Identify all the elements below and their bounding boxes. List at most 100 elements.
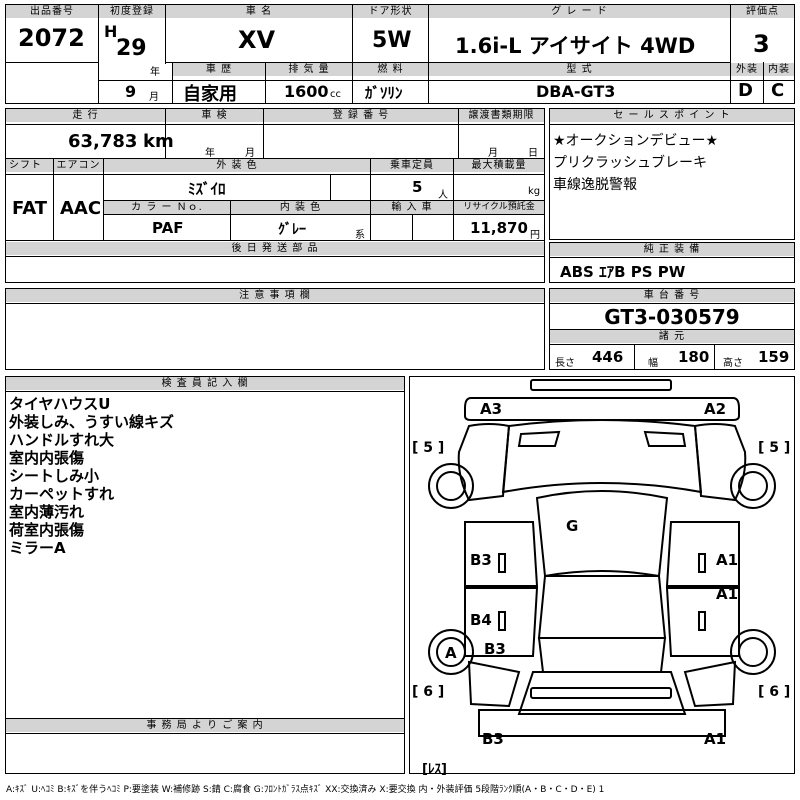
color-no: PAF bbox=[152, 219, 184, 237]
mark-a1-right: A1 bbox=[716, 551, 739, 569]
mark-b3-rear-left: B3 bbox=[484, 640, 506, 658]
fuel-label: 燃 料 bbox=[353, 63, 428, 76]
first-reg-label: 初度登録 bbox=[99, 5, 165, 18]
recycle-unit: 円 bbox=[530, 230, 540, 241]
score-label: 評価点 bbox=[731, 5, 794, 18]
inspector-line-8: 荷室内張傷 bbox=[9, 521, 85, 539]
int-label: 内装 bbox=[764, 63, 794, 76]
height: 159 bbox=[758, 348, 790, 366]
air-conditioner: AAC bbox=[60, 198, 102, 219]
transfer-label: 譲渡書類期限 bbox=[459, 109, 544, 122]
color-no-label: カ ラ ー Ｎｏ. bbox=[104, 201, 230, 214]
lot-number: 2072 bbox=[18, 24, 85, 52]
length: 446 bbox=[592, 348, 624, 366]
ac-label: エアコン bbox=[54, 159, 103, 172]
inspector-line-1: タイヤハウスU bbox=[9, 395, 111, 413]
sales-point-label: セ ー ル ス ポ イ ン ト bbox=[550, 109, 794, 122]
equipment: ABS ｴｱB PS PW bbox=[560, 263, 686, 281]
inspector-label: 検 査 員 記 入 欄 bbox=[6, 377, 404, 390]
seats: 5 bbox=[412, 178, 423, 196]
grade: 1.6i-L アイサイト 4WD bbox=[455, 34, 696, 58]
spec-label: 諸 元 bbox=[550, 330, 794, 343]
width-label: 幅 bbox=[648, 358, 658, 369]
tire-front-right: [ 5 ] bbox=[758, 440, 791, 456]
load-unit: kg bbox=[528, 186, 541, 197]
legend: A:ｷｽﾞ U:ﾍｺﾐ B:ｷｽﾞを伴うﾍｺﾐ P:要塗装 W:補修跡 S:錆 … bbox=[6, 785, 605, 795]
mark-a1-right-lower: A1 bbox=[716, 585, 739, 603]
tire-front-left: [ 5 ] bbox=[412, 440, 445, 456]
shift-label: シフト bbox=[6, 159, 53, 172]
sales-line-2: プリクラッシュブレーキ bbox=[553, 155, 707, 171]
shift: FAT bbox=[12, 198, 48, 219]
reg-year: 29 bbox=[116, 36, 147, 61]
recycle-label: リサイクル預託金 bbox=[454, 201, 544, 214]
int-color: ｸﾞﾚｰ bbox=[278, 222, 306, 238]
year-unit: 年 bbox=[150, 67, 160, 78]
insp-month: 月 bbox=[245, 148, 255, 159]
mileage-label: 走 行 bbox=[6, 109, 165, 122]
month-unit: 月 bbox=[149, 92, 159, 103]
ext-color-label: 外 装 色 bbox=[104, 159, 370, 172]
inspection-label: 車 検 bbox=[166, 109, 263, 122]
header-section bbox=[5, 4, 795, 104]
lot-label: 出品番号 bbox=[6, 5, 98, 18]
office-label: 事 務 局 よ り ご 案 内 bbox=[6, 719, 404, 732]
inspector-line-9: ミラーA bbox=[9, 539, 66, 557]
transfer-month: 月 bbox=[488, 148, 498, 159]
reg-month: 9 bbox=[125, 82, 137, 101]
car-name-label: 車 名 bbox=[166, 5, 352, 18]
inspector-line-3: ハンドルすれ大 bbox=[9, 431, 115, 449]
tire-rear-right: [ 6 ] bbox=[758, 684, 791, 700]
mark-a3: A3 bbox=[480, 400, 503, 418]
chassis-label: 車 台 番 号 bbox=[550, 289, 794, 302]
import-label: 輸 入 車 bbox=[371, 201, 453, 214]
era: H bbox=[104, 22, 118, 41]
load-label: 最大積載量 bbox=[454, 159, 544, 172]
mileage-unit: km bbox=[143, 131, 174, 152]
sales-point-section bbox=[549, 108, 795, 240]
inspector-line-5: シートしみ小 bbox=[9, 467, 100, 485]
inspector-line-4: 室内内張傷 bbox=[9, 449, 85, 467]
equipment-label: 純 正 装 備 bbox=[550, 243, 794, 256]
mark-g: G bbox=[566, 517, 579, 535]
chassis-number: GT3-030579 bbox=[604, 305, 740, 329]
door-label: ドア形状 bbox=[353, 5, 428, 18]
spare-tire: [ﾚｽ] bbox=[422, 762, 447, 777]
reg-no-label: 登 録 番 号 bbox=[264, 109, 458, 122]
car-outline-diagram bbox=[428, 379, 776, 737]
inspector-section bbox=[5, 376, 405, 774]
sales-line-1: ★オークションデビュー★ bbox=[553, 133, 719, 149]
sales-line-3: 車線逸脱警報 bbox=[553, 177, 637, 193]
height-label: 高さ bbox=[723, 358, 743, 369]
door-type: 5W bbox=[372, 28, 412, 53]
later-parts-label: 後 日 発 送 部 品 bbox=[6, 242, 544, 255]
grade-label: グ レ ー ド bbox=[429, 5, 730, 18]
inspector-line-6: カーペットすれ bbox=[9, 485, 115, 503]
mark-b4: B4 bbox=[470, 611, 492, 629]
mark-a2: A2 bbox=[704, 400, 727, 418]
int-color-unit: 系 bbox=[355, 230, 365, 241]
seats-label: 乗車定員 bbox=[371, 159, 453, 172]
mark-b3-left: B3 bbox=[470, 551, 492, 569]
notes-label: 注 意 事 項 欄 bbox=[6, 289, 544, 302]
recycle-fee: 11,870 bbox=[470, 219, 528, 237]
ext-label: 外装 bbox=[731, 63, 763, 76]
length-label: 長さ bbox=[555, 358, 575, 369]
mark-b3-rear: B3 bbox=[482, 730, 504, 748]
car-name: XV bbox=[238, 26, 276, 54]
score: 3 bbox=[753, 30, 770, 58]
int-score: C bbox=[771, 80, 785, 101]
model-label: 型 式 bbox=[429, 63, 730, 76]
model-code: DBA-GT3 bbox=[536, 82, 616, 101]
transfer-day: 日 bbox=[528, 148, 538, 159]
disp-unit: cc bbox=[330, 89, 341, 100]
mark-a-wheel: A bbox=[445, 644, 457, 662]
inspector-line-7: 室内薄汚れ bbox=[9, 503, 85, 521]
seats-unit: 人 bbox=[438, 190, 448, 201]
ext-score: D bbox=[738, 80, 753, 101]
int-color-label: 内 装 色 bbox=[231, 201, 370, 214]
width: 180 bbox=[678, 348, 710, 366]
mileage: 63,783 bbox=[68, 131, 138, 152]
fuel: ｶﾞｿﾘﾝ bbox=[365, 84, 403, 102]
displacement: 1600 bbox=[284, 82, 329, 101]
